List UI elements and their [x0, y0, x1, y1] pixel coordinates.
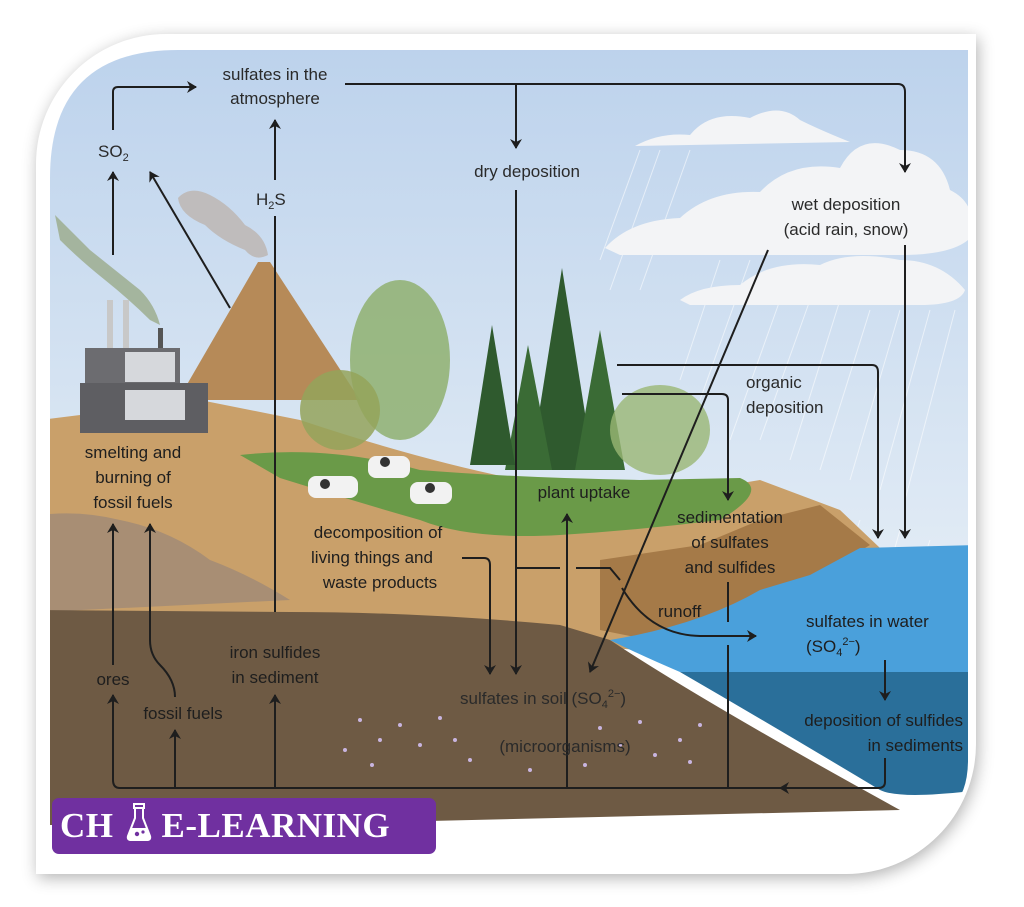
arrow-organic-to-water — [617, 364, 884, 539]
volcano — [178, 262, 360, 400]
arrow-volcano-to-so2 — [149, 171, 231, 309]
label-smelting-2: burning of — [95, 468, 171, 487]
label-iron-sulfides-2: in sediment — [232, 668, 319, 687]
arrow-sediment-return — [779, 758, 886, 794]
label-smelting-1: smelting and — [85, 443, 181, 462]
rocks — [50, 513, 290, 612]
water-deep — [680, 672, 968, 795]
label-sedimentation-1: sedimentation — [677, 508, 783, 527]
label-runoff: runoff — [658, 602, 701, 621]
line-bottom — [112, 779, 780, 789]
arrow-organic-to-sedimentation — [622, 393, 734, 501]
label-deposition-sulfides-1: deposition of sulfides — [804, 711, 963, 730]
labels: sulfates in the atmosphere SO2 H2S dry d… — [85, 65, 963, 756]
label-iron-sulfides-1: iron sulfides — [230, 643, 321, 662]
label-sulfates-soil: sulfates in soil (SO42−) — [460, 688, 626, 711]
label-plant-uptake: plant uptake — [538, 483, 631, 502]
arrow-so2-to-atmosphere — [112, 81, 197, 130]
line-runoff-branch — [516, 567, 621, 581]
arrow-runoff — [621, 587, 757, 642]
label-ores: ores — [96, 670, 129, 689]
label-microorganisms: (microorganisms) — [499, 737, 630, 756]
cows — [308, 456, 452, 504]
label-smelting-3: fossil fuels — [93, 493, 172, 512]
factory-smoke — [55, 215, 160, 325]
label-organic-deposition-1: organic — [746, 373, 802, 392]
label-sedimentation-3: and sulfides — [685, 558, 776, 577]
soil — [50, 610, 900, 825]
factory — [80, 300, 208, 433]
label-sulfates-atmosphere-2: atmosphere — [230, 89, 320, 108]
label-organic-deposition-2: deposition — [746, 398, 824, 417]
arrow-fossil-to-smelting — [144, 523, 176, 698]
label-sulfates-water-2: (SO42−) — [806, 636, 861, 659]
label-sulfates-atmosphere-1: sulfates in the — [223, 65, 328, 84]
flask-icon — [126, 802, 152, 851]
label-deposition-sulfides-2: in sediments — [868, 736, 963, 755]
label-h2s: H2S — [256, 190, 286, 212]
water-surface — [610, 545, 968, 672]
label-dry-deposition: dry deposition — [474, 162, 580, 181]
label-sulfates-water-1: sulfates in water — [806, 612, 929, 631]
label-decomposition-2: living things and — [311, 548, 433, 567]
clouds — [605, 110, 968, 305]
cliffs — [600, 505, 870, 640]
arrow-wet-deposition-to-soil — [587, 249, 769, 673]
volcano-smoke — [178, 190, 268, 258]
label-decomposition-3: waste products — [322, 573, 437, 592]
label-so2: SO2 — [98, 142, 129, 164]
label-decomposition-1: decomposition of — [314, 523, 443, 542]
microorganisms-dots — [343, 716, 702, 772]
logo-text-right: E-LEARNING — [161, 806, 391, 845]
grass — [240, 452, 752, 536]
logo-badge: CH E-LEARNING — [52, 798, 436, 854]
label-sedimentation-2: of sulfates — [691, 533, 769, 552]
arrows — [107, 81, 911, 794]
logo-text-left: CH — [60, 806, 114, 845]
arrow-decomposition-to-soil — [462, 557, 496, 675]
arrow-atmosphere-top-line — [345, 83, 911, 173]
label-wet-deposition-2: (acid rain, snow) — [784, 220, 909, 239]
label-wet-deposition-1: wet deposition — [791, 195, 901, 214]
label-fossil-fuels: fossil fuels — [143, 704, 222, 723]
